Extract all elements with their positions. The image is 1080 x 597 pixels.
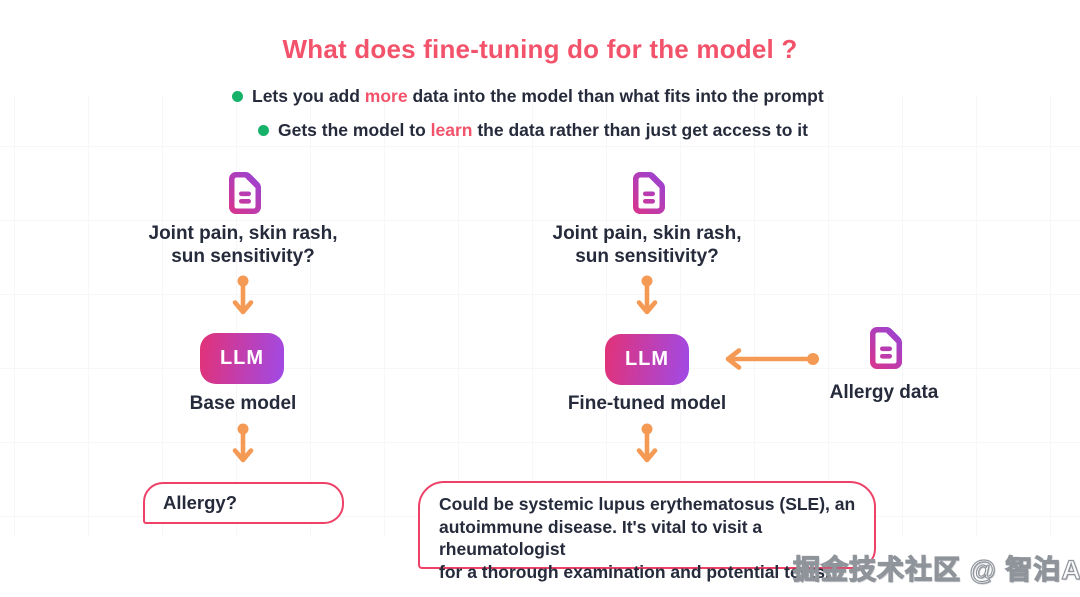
base-model-label: Base model [189,393,297,414]
tuned-prompt-text: Joint pain, skin rash, sun sensitivity? [552,223,742,267]
base-prompt-text: Joint pain, skin rash, sun sensitivity? [148,223,338,267]
arrow-down-icon [635,423,659,474]
arrow-left-icon [722,346,820,377]
bullet-text: Gets the model to learn the data rather … [278,120,808,140]
bullet-dot-icon [232,91,243,102]
bullet-text: Lets you add more data into the model th… [252,86,824,106]
base-llm-chip: LLM [200,333,284,384]
tuned-llm-chip: LLM [605,334,689,385]
base-response-text: Allergy? [163,492,238,513]
highlight-word: learn [430,120,473,140]
arrow-down-icon [231,423,255,474]
arrow-down-icon [635,275,659,326]
bullet-item-2: Gets the model to learn the data rather … [258,120,808,141]
side-input-label: Allergy data [829,382,939,403]
document-icon [219,169,267,217]
tuned-model-label: Fine-tuned model [567,393,727,414]
bullet-dot-icon [258,125,269,136]
bullet-item-1: Lets you add more data into the model th… [232,86,824,107]
page-title: What does fine-tuning do for the model ? [282,34,798,64]
document-icon [860,324,908,372]
base-response-bubble: Allergy? [143,482,344,524]
tuned-response-bubble: Could be systemic lupus erythematosus (S… [418,481,876,582]
watermark-text: 掘金技术社区 @ 智泊AI [792,554,1080,585]
background-grid [0,96,1080,536]
highlight-word: more [364,86,408,106]
document-icon [623,169,671,217]
arrow-down-icon [231,275,255,326]
